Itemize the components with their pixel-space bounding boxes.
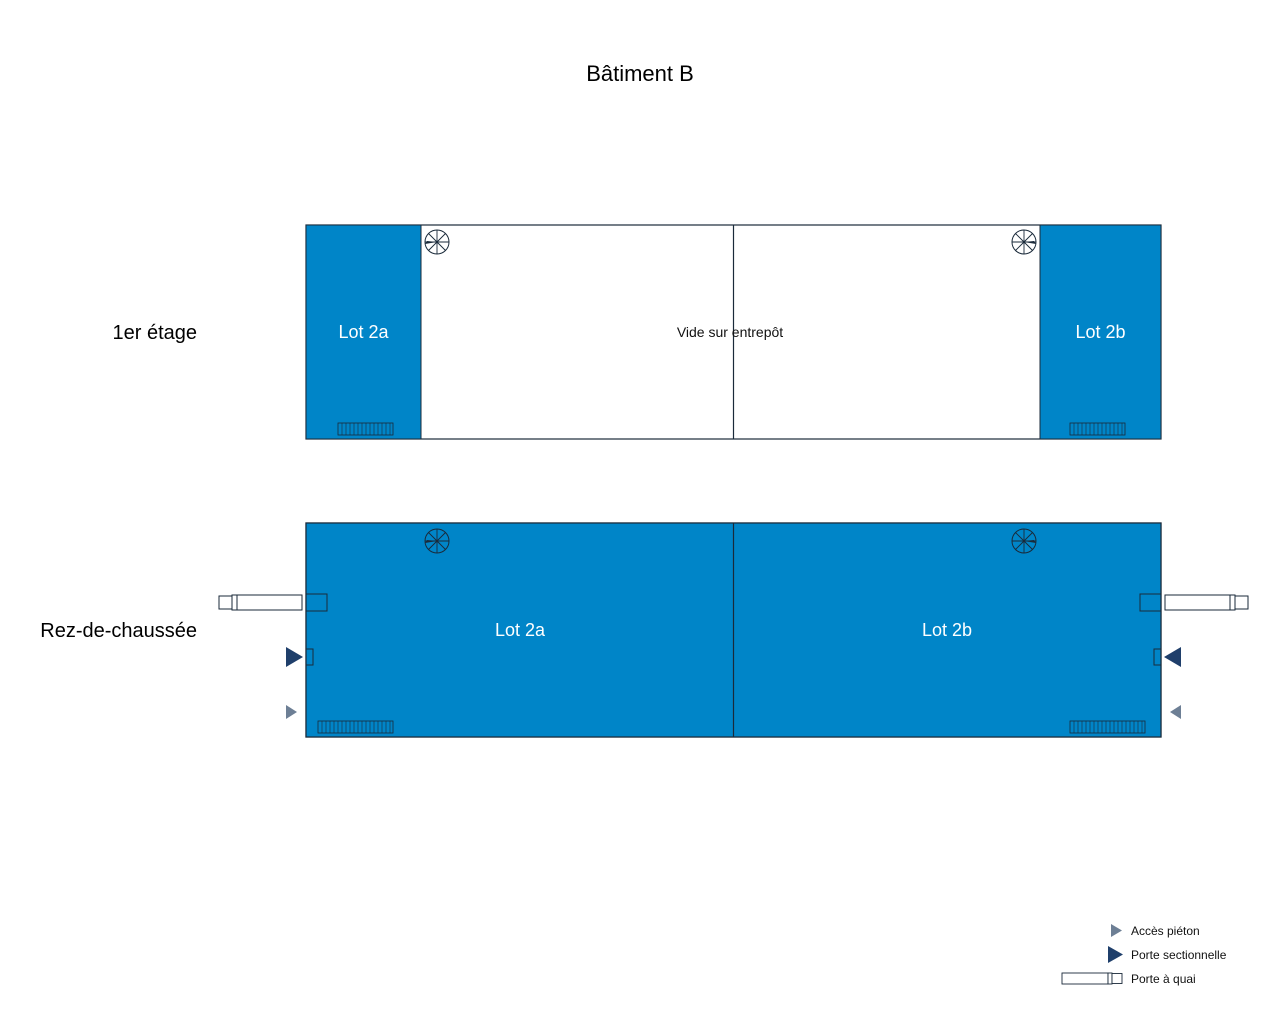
pedestrian-access-arrow-icon[interactable] — [286, 705, 297, 719]
spiral-staircase-icon — [1011, 229, 1037, 255]
ground-floor-plan: Lot 2a Lot 2b — [218, 522, 1249, 738]
sectional-door-arrow-icon[interactable] — [286, 647, 314, 667]
spiral-staircase-icon — [1011, 528, 1037, 554]
ground-lot-2a-label: Lot 2a — [495, 620, 546, 640]
stairs-icon — [1069, 422, 1126, 436]
void-label: Vide sur entrepôt — [677, 324, 783, 340]
upper-floor-plan: Lot 2a Lot 2b Vide sur entrepôt — [305, 224, 1162, 440]
stairs-icon — [1069, 720, 1146, 734]
legend-item: Porte sectionnelle — [1108, 946, 1227, 963]
sectional-door-arrow-icon — [1108, 946, 1123, 963]
spiral-staircase-icon — [424, 528, 450, 554]
spiral-staircase-icon — [424, 229, 450, 255]
upper-lot-2b-area[interactable] — [1039, 224, 1162, 440]
legend-label: Porte sectionnelle — [1131, 948, 1227, 962]
ground-lot-2a-area[interactable] — [306, 523, 734, 737]
legend-label: Porte à quai — [1131, 972, 1196, 986]
pedestrian-access-arrow-icon — [1111, 924, 1122, 937]
pedestrian-access-arrow-icon[interactable] — [1170, 705, 1181, 719]
legend: Accès piéton Porte sectionnelle Porte à … — [1061, 924, 1227, 986]
upper-lot-2a-label: Lot 2a — [338, 322, 389, 342]
stairs-icon — [317, 720, 394, 734]
legend-item: Accès piéton — [1111, 924, 1200, 938]
dock-door-icon[interactable] — [1139, 593, 1249, 612]
dock-door-icon — [1061, 972, 1123, 985]
legend-label: Accès piéton — [1131, 924, 1200, 938]
upper-floor-label: 1er étage — [112, 322, 197, 344]
upper-lot-2b-label: Lot 2b — [1075, 322, 1125, 342]
sectional-door-arrow-icon[interactable] — [1153, 647, 1181, 667]
page-title: Bâtiment B — [586, 61, 694, 86]
ground-lot-2b-label: Lot 2b — [922, 620, 972, 640]
upper-lot-2a-area[interactable] — [305, 224, 422, 440]
dock-door-icon[interactable] — [218, 593, 328, 612]
legend-item: Porte à quai — [1061, 972, 1196, 986]
stairs-icon — [337, 422, 394, 436]
ground-floor-label: Rez-de-chaussée — [40, 620, 197, 642]
ground-lot-2b-area[interactable] — [733, 523, 1162, 737]
